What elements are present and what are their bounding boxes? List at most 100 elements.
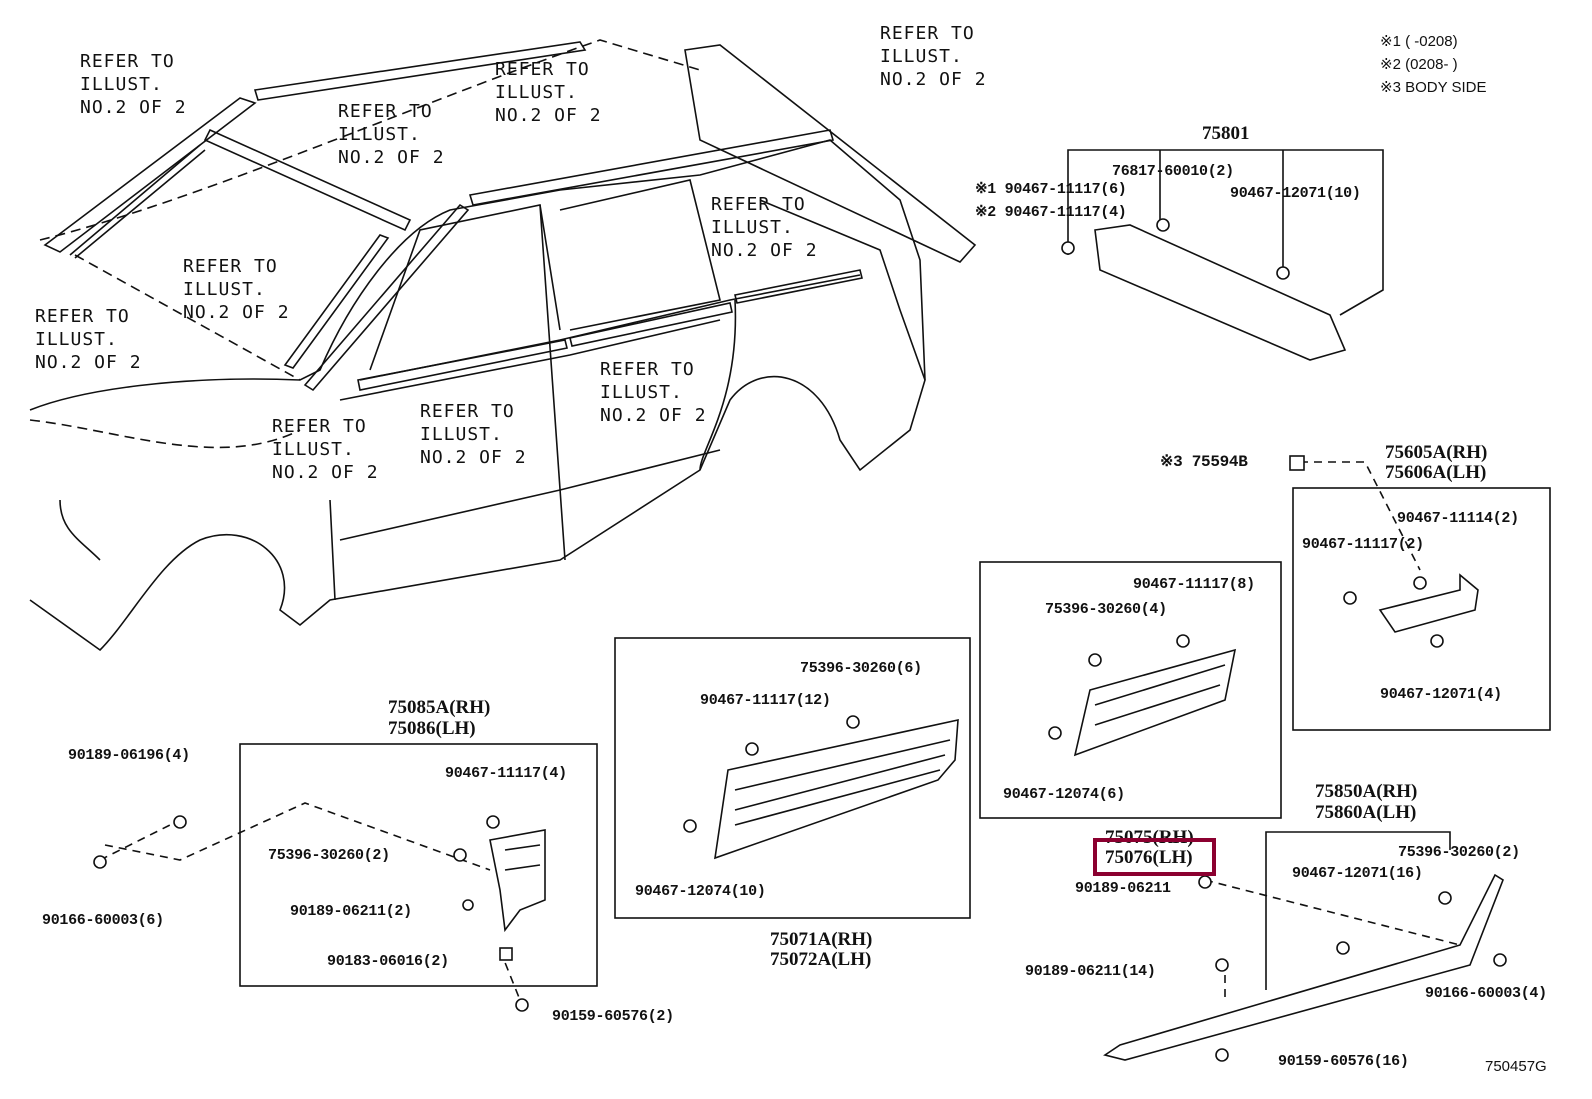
rocker-molding-part <box>1103 873 1504 1061</box>
part-label[interactable]: ※1 90467-11117(6) <box>975 181 1127 198</box>
quarter-panel-part <box>1094 224 1347 361</box>
refer-line: REFER TO <box>600 359 695 380</box>
refer-line: NO.2 OF 2 <box>880 69 987 90</box>
leader-75801 <box>1067 149 1384 316</box>
box-75085A <box>239 743 598 987</box>
refer-line: ILLUST. <box>495 82 578 103</box>
part-label[interactable]: 90166-60003(6) <box>42 912 164 929</box>
part-label[interactable]: 75085A(RH) <box>388 697 491 718</box>
refer-line: ILLUST. <box>880 46 963 67</box>
refer-line: ILLUST. <box>600 382 683 403</box>
note-3: ※3 BODY SIDE <box>1380 79 1487 96</box>
refer-line: ILLUST. <box>272 439 355 460</box>
end-molding-part <box>1378 573 1479 633</box>
part-label[interactable]: 76817-60010(2) <box>1112 163 1234 180</box>
refer-line: ILLUST. <box>420 424 503 445</box>
refer-line: REFER TO <box>35 306 130 327</box>
refer-line: ILLUST. <box>711 217 794 238</box>
roof-moldings <box>43 41 977 392</box>
part-label[interactable]: 75860A(LH) <box>1315 802 1417 823</box>
part-label[interactable]: 75606A(LH) <box>1385 462 1487 483</box>
part-label[interactable]: 90467-12071(4) <box>1380 686 1502 703</box>
part-label[interactable]: 75396-30260(2) <box>268 847 390 864</box>
refer-line: ILLUST. <box>338 124 421 145</box>
part-label[interactable]: 90166-60003(4) <box>1425 985 1547 1002</box>
refer-line: REFER TO <box>183 256 278 277</box>
note-2: ※2 (0208- ) <box>1380 56 1458 73</box>
note-1: ※1 ( -0208) <box>1380 33 1458 50</box>
part-label[interactable]: 90159-60576(2) <box>552 1008 674 1025</box>
box-75075 <box>979 561 1282 819</box>
refer-line: REFER TO <box>495 59 590 80</box>
part-label[interactable]: 75071A(RH) <box>770 929 873 950</box>
part-label[interactable]: 75850A(RH) <box>1315 781 1418 802</box>
refer-line: NO.2 OF 2 <box>420 447 527 468</box>
part-label[interactable]: 90189-06196(4) <box>68 747 190 764</box>
part-label[interactable]: 75396-30260(4) <box>1045 601 1167 618</box>
part-label[interactable]: 90467-11114(2) <box>1397 510 1519 527</box>
part-label[interactable]: 90467-11117(2) <box>1302 536 1424 553</box>
mudguard-part <box>489 829 546 933</box>
part-label[interactable]: 75072A(LH) <box>770 949 872 970</box>
refer-line: NO.2 OF 2 <box>272 462 379 483</box>
refer-line: NO.2 OF 2 <box>600 405 707 426</box>
part-label[interactable]: 75075(RH) <box>1105 827 1194 848</box>
refer-line: ILLUST. <box>35 329 118 350</box>
part-label[interactable]: 75801 <box>1202 123 1250 144</box>
part-label[interactable]: 75396-30260(2) <box>1398 844 1520 861</box>
refer-line: REFER TO <box>80 51 175 72</box>
part-label[interactable]: 90467-12074(10) <box>635 883 766 900</box>
refer-line: NO.2 OF 2 <box>183 302 290 323</box>
refer-line: REFER TO <box>420 401 515 422</box>
part-label[interactable]: 90467-11117(8) <box>1133 576 1255 593</box>
refer-line: REFER TO <box>338 101 433 122</box>
refer-line: REFER TO <box>711 194 806 215</box>
part-label[interactable]: 90189-06211 <box>1075 880 1171 897</box>
part-label[interactable]: 90159-60576(16) <box>1278 1053 1409 1070</box>
clip-icons <box>93 218 1507 1062</box>
part-label[interactable]: 90467-12071(16) <box>1292 865 1423 882</box>
part-label[interactable]: 90189-06211(2) <box>290 903 412 920</box>
part-label[interactable]: 90467-12074(6) <box>1003 786 1125 803</box>
refer-line: REFER TO <box>880 23 975 44</box>
front-door-molding-part <box>714 718 959 860</box>
part-label[interactable]: ※2 90467-11117(4) <box>975 204 1127 221</box>
refer-line: ILLUST. <box>80 74 163 95</box>
part-label[interactable]: 90467-11117(12) <box>700 692 831 709</box>
refer-line: NO.2 OF 2 <box>711 240 818 261</box>
part-label[interactable]: 75086(LH) <box>388 718 476 739</box>
part-label[interactable]: 90183-06016(2) <box>327 953 449 970</box>
vehicle-outline <box>29 39 926 652</box>
part-label-highlighted[interactable]: 75076(LH) <box>1105 847 1193 868</box>
rear-door-molding-part <box>1073 648 1237 757</box>
refer-line: REFER TO <box>272 416 367 437</box>
refer-line: NO.2 OF 2 <box>338 147 445 168</box>
part-label[interactable]: 90467-11117(4) <box>445 765 567 782</box>
diagram-id: 750457G <box>1485 1058 1547 1075</box>
refer-line: ILLUST. <box>183 279 266 300</box>
dashed-leaders <box>99 461 1461 1001</box>
box-75071A <box>614 637 971 919</box>
refer-line: NO.2 OF 2 <box>495 105 602 126</box>
refer-line: NO.2 OF 2 <box>80 97 187 118</box>
highlight-box <box>1093 838 1216 876</box>
part-label[interactable]: 75605A(RH) <box>1385 442 1488 463</box>
box-75605A <box>1292 487 1551 731</box>
part-label[interactable]: 75396-30260(6) <box>800 660 922 677</box>
part-label[interactable]: ※3 75594B <box>1160 453 1248 471</box>
part-label[interactable]: 90467-12071(10) <box>1230 185 1361 202</box>
refer-line: NO.2 OF 2 <box>35 352 142 373</box>
part-label[interactable]: 90189-06211(14) <box>1025 963 1156 980</box>
